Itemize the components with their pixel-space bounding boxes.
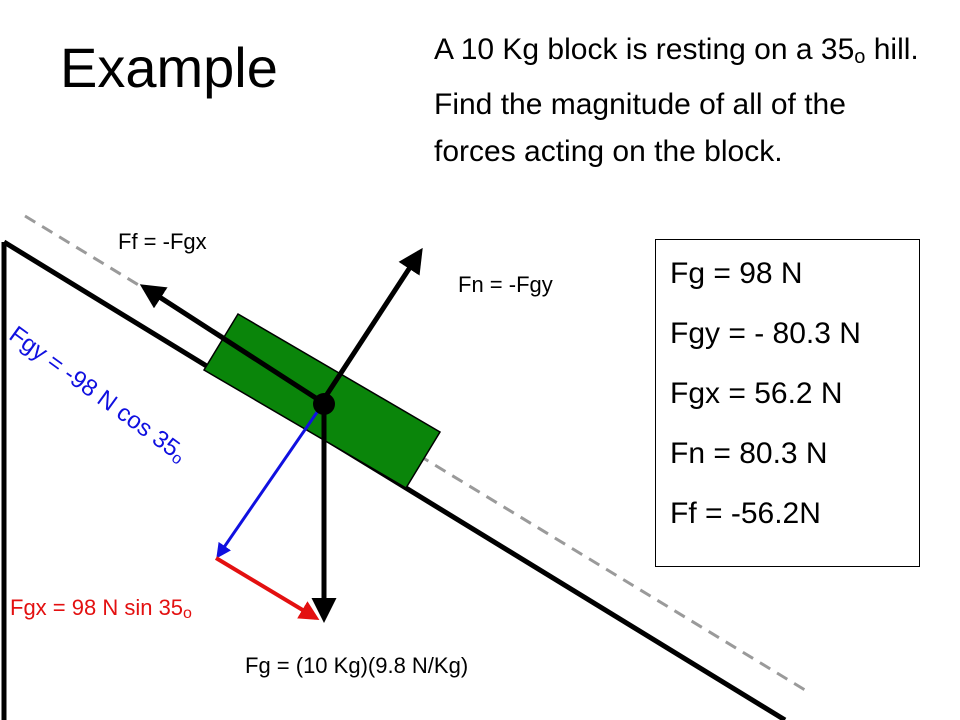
result-line: Fgx = 56.2 N <box>670 377 843 410</box>
result-line: Ff = -56.2N <box>670 497 821 530</box>
fgy-component-arrow <box>216 404 324 559</box>
result-line: Fg = 98 N <box>670 257 803 290</box>
weight-label: Fg = (10 Kg)(9.8 N/Kg) <box>245 653 469 678</box>
problem-text-part2: hill. Find the magnitude of all of the f… <box>434 33 919 168</box>
problem-text-part1: A 10 Kg block is resting on a 35 <box>434 33 855 66</box>
slide-title: Example <box>60 36 278 99</box>
degree-symbol: o <box>854 46 866 68</box>
fgx-degree: o <box>183 605 192 622</box>
fgx-component-arrow <box>214 556 320 621</box>
friction-arrow <box>139 284 324 405</box>
problem-statement: A 10 Kg block is resting on a 35o hill. … <box>434 26 934 175</box>
normal-arrow <box>319 247 423 404</box>
friction-label: Ff = -Fgx <box>118 229 207 254</box>
fgx-label-text: Fgx = 98 N sin 35 <box>10 595 184 620</box>
result-line: Fgy = - 80.3 N <box>670 317 861 350</box>
results-box: Fg = 98 N Fgy = - 80.3 N Fgx = 56.2 N Fn… <box>655 239 920 567</box>
center-point <box>313 393 335 415</box>
result-line: Fn = 80.3 N <box>670 437 828 470</box>
fgx-label: Fgx = 98 N sin 35o <box>10 595 192 623</box>
normal-label: Fn = -Fgy <box>458 272 553 297</box>
dashed-reference-line <box>24 214 806 692</box>
